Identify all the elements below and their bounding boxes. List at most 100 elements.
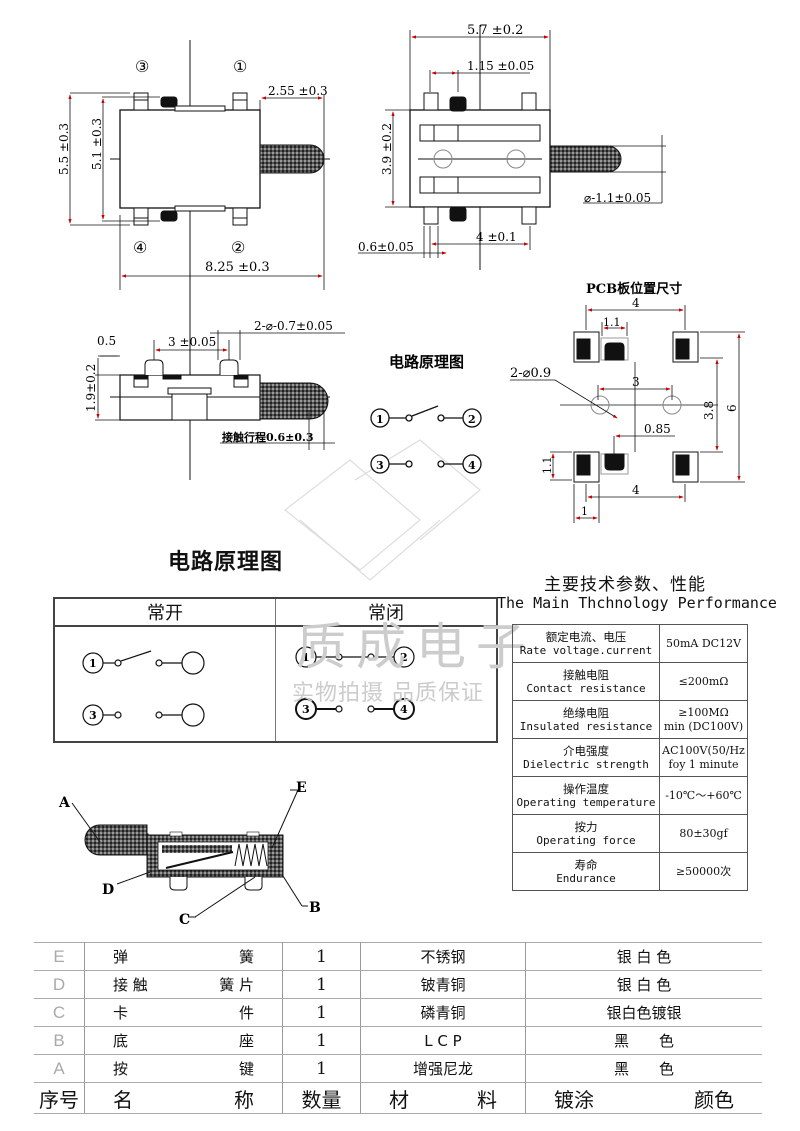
pcb-dim-hole-pitch: 3	[632, 375, 640, 389]
section-label-b: B	[309, 900, 321, 916]
side-view	[95, 330, 345, 450]
bom-qty: 1	[282, 942, 361, 971]
dim-peg-diameter: 2-⌀-0.7±0.05	[254, 319, 333, 333]
bom-qty: 1	[282, 970, 361, 999]
dim-peg-pitch: 3 ±0.05	[168, 335, 216, 349]
bom-qty: 1	[282, 998, 361, 1027]
bom-name-part2: 座	[238, 1032, 254, 1050]
dim-actuator-length: 2.55 ±0.3	[268, 84, 328, 98]
param-name-cn: 额定电流、电压	[545, 629, 627, 644]
param-value: ≥50000次	[659, 852, 748, 891]
dim-travel: 接触行程0.6±0.3	[222, 430, 314, 444]
pcb-dim-bottom-pitch: 4	[632, 483, 640, 497]
pcb-dim-peg-pad: 1.1	[603, 316, 621, 329]
bom-header-name: 名称	[84, 1082, 283, 1114]
bom-material: 铍青铜	[360, 970, 526, 999]
bom-finish: 银白色镀银	[525, 998, 762, 1027]
performance-title-cn: 主要技术参数、性能	[544, 575, 706, 595]
param-value-line1: ≥50000次	[675, 864, 732, 878]
dim-bottom-width: 5.7 ±0.2	[467, 23, 523, 38]
dim-total-length: 8.25 ±0.3	[205, 260, 270, 275]
param-name-en: Operating force	[536, 833, 636, 847]
param-value-line2: foy 1 minute	[668, 757, 739, 771]
bom-name-part2: 键	[238, 1060, 254, 1078]
col-normally-open: 常开	[53, 597, 276, 627]
bom-header-row: 序号名称数量材料镀涂颜色	[34, 1082, 762, 1114]
normally-open-diagram: 1 3	[82, 650, 205, 727]
bom-name-part2: 簧	[238, 948, 254, 966]
param-name-cn: 接触电阻	[563, 667, 609, 682]
bom-header-qty: 数量	[282, 1082, 361, 1114]
bom-seq: A	[34, 1054, 85, 1083]
pcb-dim-overall-v: 6	[725, 404, 739, 412]
bom-qty: 1	[282, 1054, 361, 1083]
bom-seq: B	[34, 1026, 85, 1055]
bom-name-part1: 卡	[113, 1004, 129, 1022]
param-name-cn: 按力	[574, 819, 598, 834]
section-label-a: A	[58, 795, 71, 811]
bom-seq: D	[34, 970, 85, 999]
bom-header-finish-1: 镀涂	[554, 1087, 594, 1112]
pin-label-1: ①	[233, 57, 247, 76]
bom-name-part1: 接 触	[113, 976, 148, 994]
bom-name-part2: 簧 片	[219, 976, 254, 994]
param-value: 80±30gf	[659, 814, 748, 853]
param-value-line2: min (DC100V)	[663, 719, 744, 733]
no-node-1: 1	[89, 657, 97, 670]
node-4: 4	[468, 459, 476, 472]
bom-name: 按键	[84, 1054, 283, 1083]
dim-side-height: 1.9±0.2	[84, 364, 98, 412]
param-value-line1: ≤200mΩ	[678, 674, 729, 688]
param-name-cn: 寿命	[574, 857, 598, 872]
pcb-layout-title: PCB板位置尺寸	[586, 281, 682, 297]
section-view	[71, 789, 308, 918]
bom-finish: 黑 色	[525, 1054, 762, 1083]
param-value-line1: ≥100MΩ	[678, 705, 729, 719]
bom-name: 接 触簧 片	[84, 970, 283, 999]
param-value-line1: AC100V(50/Hz	[662, 743, 745, 757]
normally-closed-cell: 1 2 3 4	[275, 625, 498, 743]
nc-node-2: 2	[400, 651, 408, 664]
dim-pin-pitch: 4 ±0.1	[476, 230, 517, 244]
param-name-en: Operating temperature	[516, 795, 656, 809]
bom-header-finish-2: 颜色	[694, 1087, 734, 1112]
dim-height-inner: 5.1 ±0.3	[90, 118, 104, 170]
bom-name-part1: 按	[113, 1060, 129, 1078]
param-name-en: Dielectric strength	[523, 757, 649, 771]
pin-label-2: ②	[231, 238, 245, 257]
nc-node-3: 3	[302, 703, 310, 716]
pin-label-3: ③	[135, 57, 149, 76]
pcb-dim-hole: 2-⌀0.9	[510, 366, 551, 381]
dim-pin-width: 0.6±0.05	[358, 240, 414, 254]
dim-peg-offset: 1.15 ±0.05	[467, 59, 534, 73]
bom-material: 不锈钢	[360, 942, 526, 971]
dim-standoff: 0.5	[97, 334, 116, 348]
col-normally-closed: 常闭	[275, 597, 498, 627]
circuit-table: 常开 常闭 1 3	[53, 597, 498, 743]
param-name-cn: 绝缘电阻	[563, 705, 609, 720]
bom-name-part2: 件	[238, 1004, 254, 1022]
node-3: 3	[376, 459, 384, 472]
node-1: 1	[376, 413, 384, 426]
pcb-dim-pad-w: 1	[581, 505, 588, 518]
bom-finish: 银 白 色	[525, 970, 762, 999]
bom-header-material-2: 料	[477, 1087, 497, 1112]
nc-node-1: 1	[302, 651, 310, 664]
param-name-en: Contact resistance	[526, 681, 646, 695]
